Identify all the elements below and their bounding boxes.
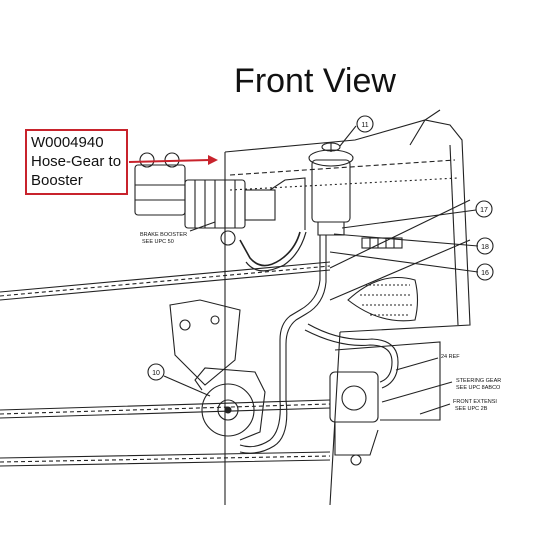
label-front-extension-upc: SEE UPC 2B	[455, 406, 488, 412]
leader-17	[341, 209, 477, 229]
engine-front-bracket	[169, 299, 241, 386]
pump-hub	[217, 399, 239, 421]
label-24-ref: 24 REF	[441, 354, 460, 360]
firewall-dashed-2	[229, 177, 459, 191]
balloon-16-text: 16	[481, 270, 489, 277]
leader-16	[329, 251, 479, 273]
balloon-10	[147, 363, 165, 381]
pressure-line-2	[307, 323, 399, 389]
balloon-11-text: 11	[361, 122, 368, 129]
leader-18	[333, 233, 479, 247]
label-brake-booster-upc: SEE UPC 50	[142, 239, 174, 245]
label-steering-gear-upc: SEE UPC 8ABCO	[456, 385, 501, 391]
bracket-hole-2	[210, 315, 220, 325]
pump-hose	[239, 399, 281, 448]
callout-part-number: W0004940	[31, 134, 104, 151]
balloon-11	[356, 115, 374, 133]
bracket-hole-1	[179, 319, 191, 331]
steering-gear-boss	[341, 385, 367, 411]
reservoir-neck	[317, 222, 345, 236]
hose-return-2	[285, 235, 327, 400]
firewall-panel	[224, 119, 471, 506]
frame-rail-lower-dashed	[0, 403, 331, 415]
leader-front-ext	[419, 403, 451, 415]
leader-10	[163, 375, 211, 397]
oval-vent-hatch	[360, 284, 412, 316]
balloon-17-text: 17	[480, 207, 488, 214]
reservoir-top	[308, 149, 354, 167]
page-title: Front View	[234, 62, 396, 100]
balloon-18	[476, 237, 494, 255]
reservoir-body	[311, 159, 351, 223]
leader-11	[339, 125, 357, 147]
front-extension-bracket	[334, 341, 441, 421]
master-cylinder	[134, 164, 186, 216]
oval-vent	[347, 276, 419, 322]
pump-center	[224, 406, 232, 414]
part-callout-box: W0004940 Hose-Gear to Booster	[25, 129, 128, 195]
hose-upper	[269, 177, 306, 230]
callout-arrow	[128, 155, 218, 165]
fittings-dividers	[369, 238, 395, 248]
hose-gear-to-booster	[239, 231, 301, 267]
booster-pulley	[220, 230, 236, 246]
frame-rail-top-dashed	[0, 265, 331, 297]
label-front-extension: FRONT EXTENSI	[453, 399, 497, 405]
diagonal-lines	[329, 199, 471, 301]
callout-line-1: Hose-Gear to	[31, 153, 122, 170]
frame-rail-lower	[0, 399, 331, 419]
steering-gear-lower	[334, 422, 379, 456]
firewall-dashed	[229, 159, 456, 176]
steering-gear-body	[329, 371, 379, 423]
frame-rail-top	[0, 261, 331, 301]
balloon-18-text: 18	[481, 244, 489, 251]
balloon-16	[476, 263, 494, 281]
booster-mount	[244, 189, 276, 221]
callout-line-2: Booster	[31, 172, 83, 189]
frame-rail-bottom-dashed	[0, 455, 331, 463]
hose-gear-to-booster-2	[245, 231, 307, 272]
leader-booster	[189, 221, 216, 232]
pressure-line	[304, 329, 393, 383]
label-brake-booster: BRAKE BOOSTER	[140, 232, 187, 238]
leader-steering	[381, 381, 453, 403]
power-steering-pump	[201, 383, 255, 437]
steering-gear-port	[350, 454, 362, 466]
label-steering-gear: STEERING GEAR	[456, 378, 501, 384]
firewall-edge	[409, 109, 441, 146]
frame-rail-bottom	[0, 451, 331, 467]
mc-cap-1	[139, 152, 155, 168]
balloon-10-text: 10	[152, 370, 160, 377]
hose-return	[279, 235, 321, 400]
firewall-vert-line	[449, 144, 459, 326]
pump-hose-2	[239, 399, 288, 454]
pump-body	[194, 367, 266, 441]
balloon-17	[475, 200, 493, 218]
leader-24	[395, 357, 439, 371]
brake-booster-ribs	[194, 180, 236, 228]
